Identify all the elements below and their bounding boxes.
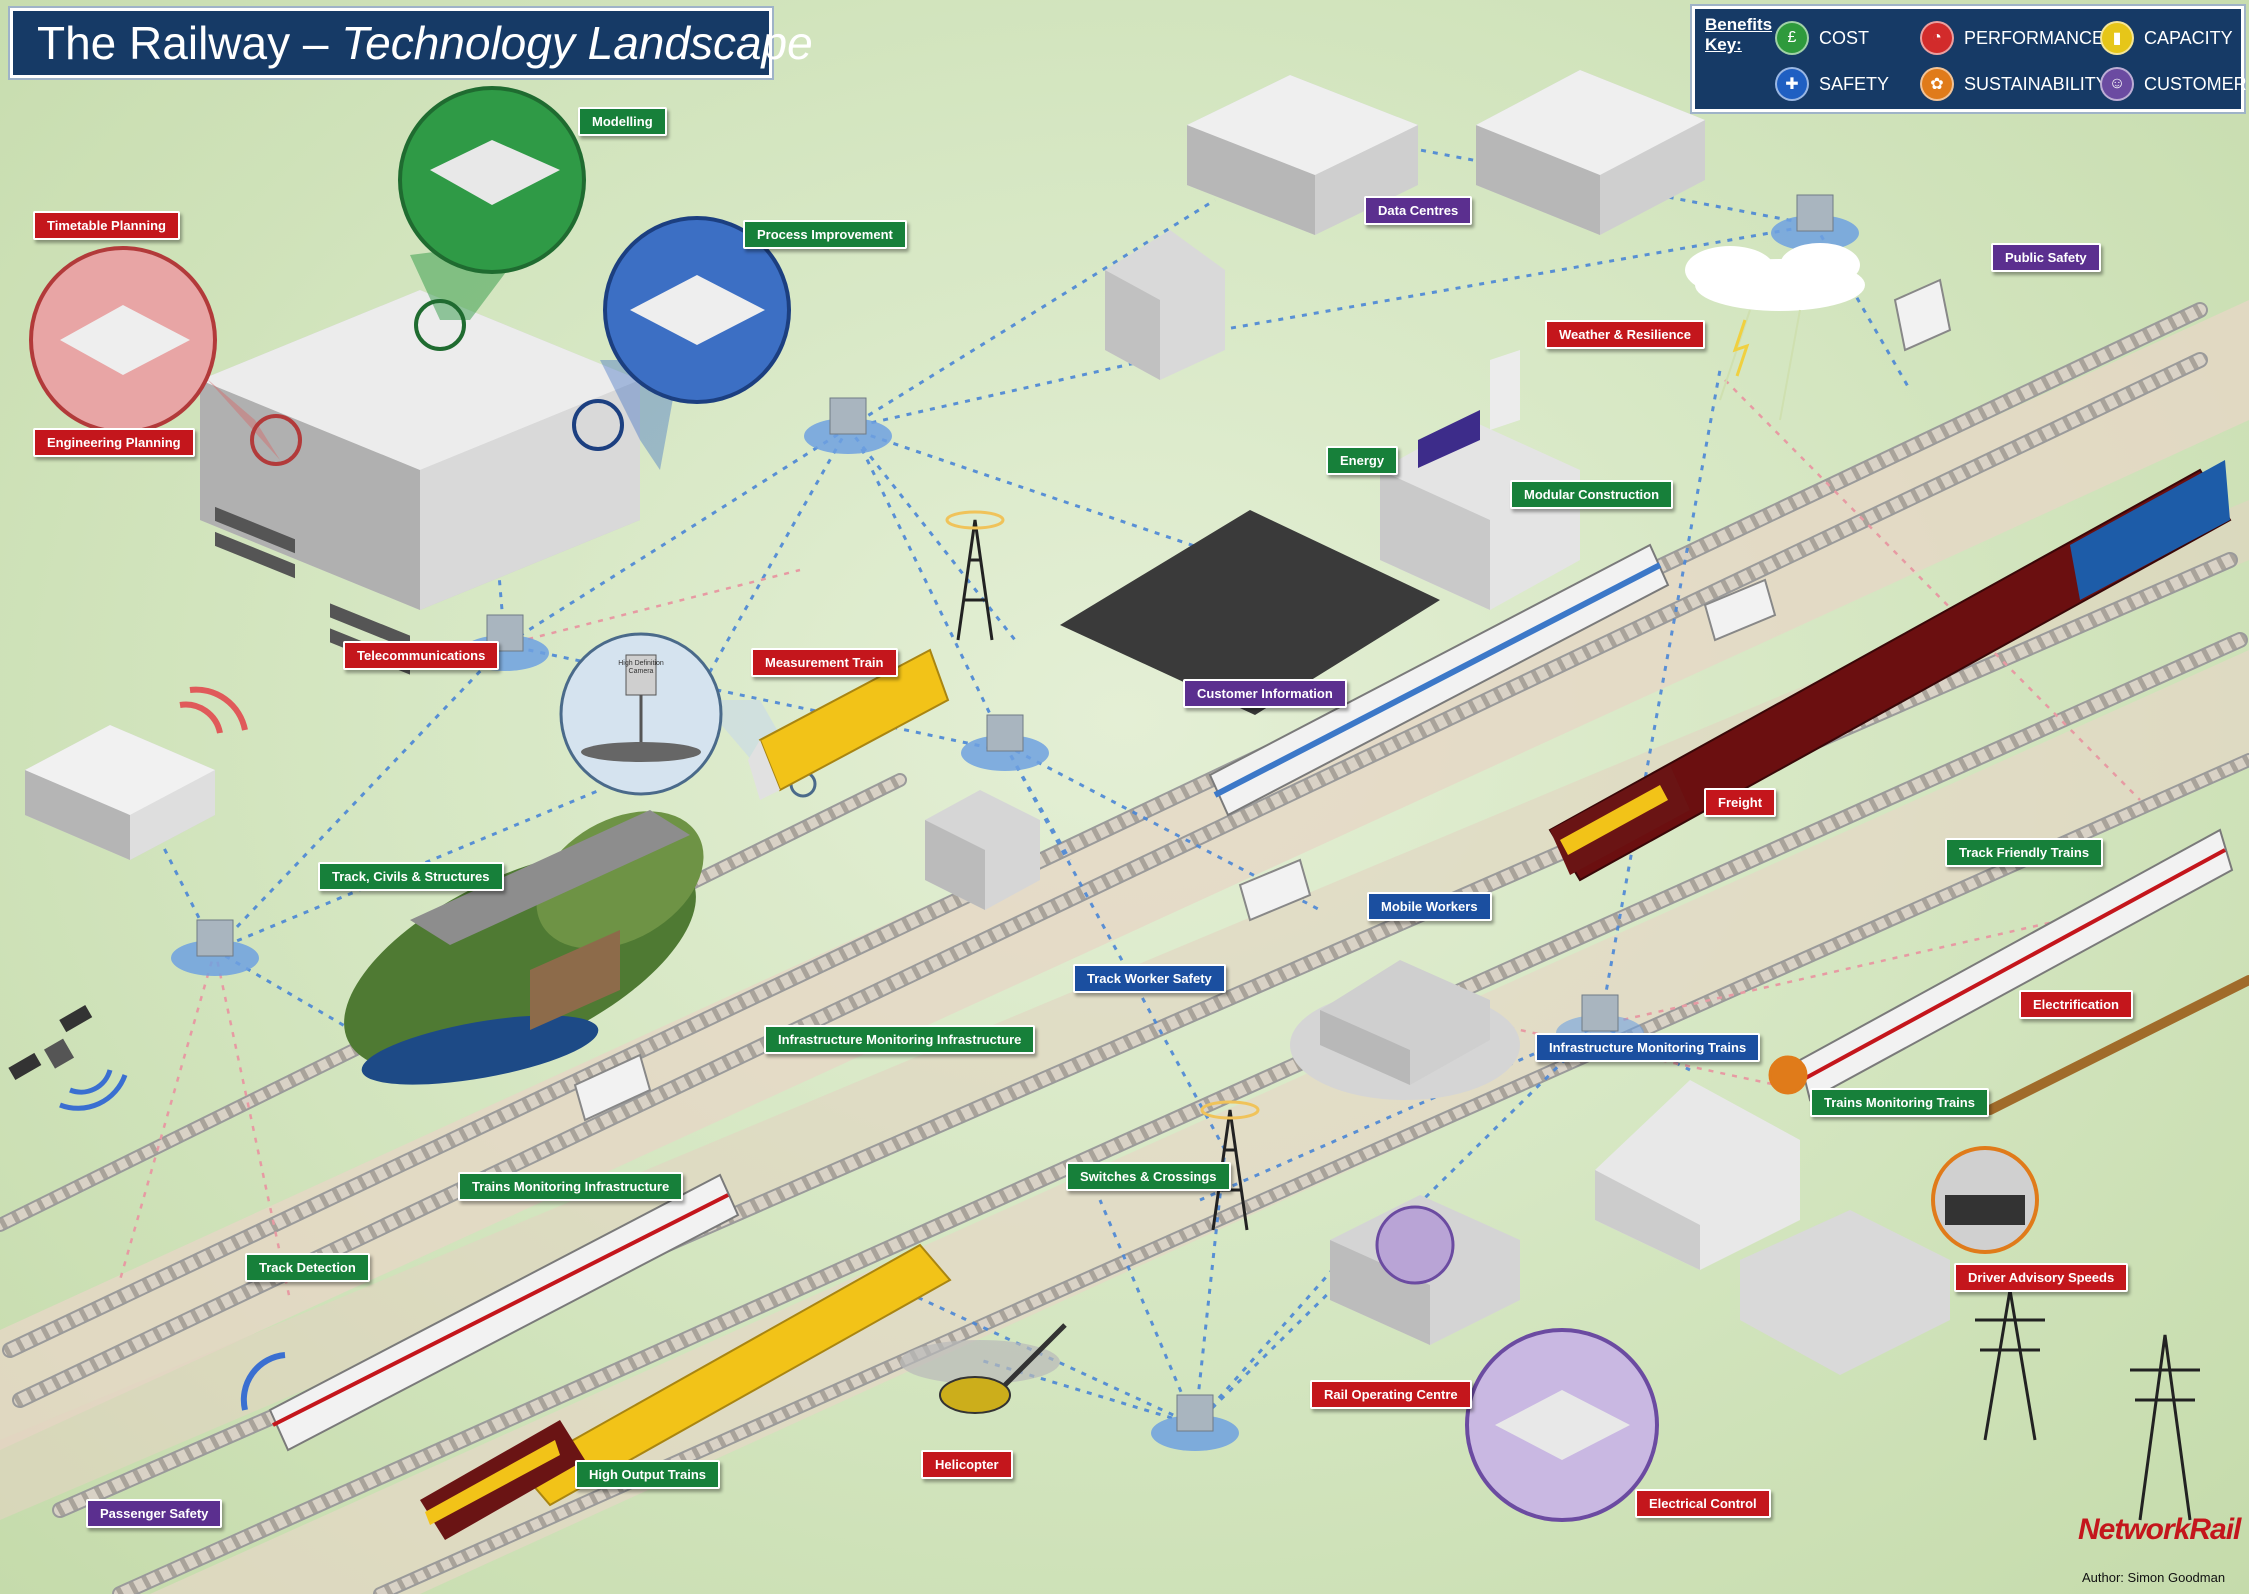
sustainability-icon: ✿ — [1920, 67, 1954, 101]
label-electrification[interactable]: Electrification — [2019, 990, 2133, 1019]
benefits-key-heading-line1: Benefits — [1705, 15, 1773, 34]
label-high-output-trains[interactable]: High Output Trains — [575, 1460, 720, 1489]
label-track-friendly-trains[interactable]: Track Friendly Trains — [1945, 838, 2104, 867]
data-centre-buildings — [1187, 70, 1705, 235]
key-label-cost: COST — [1819, 27, 1870, 48]
benefits-key-heading: Benefits Key: — [1705, 15, 1772, 55]
key-label-performance: PERFORMANCE — [1964, 27, 2105, 48]
satellite — [8, 1005, 128, 1111]
planning-office-building — [200, 290, 640, 675]
electrical-control-bubble — [1465, 1328, 1659, 1522]
label-track-civils-structures[interactable]: Track, Civils & Structures — [318, 862, 504, 891]
hub-node — [1771, 194, 1859, 251]
author-credit: Author: Simon Goodman — [2082, 1570, 2226, 1585]
passenger-train-blue — [1208, 543, 1670, 817]
hub-node — [961, 714, 1049, 771]
houses-lower-right — [1595, 1080, 1950, 1375]
label-freight[interactable]: Freight — [1704, 788, 1777, 817]
label-electrical-control[interactable]: Electrical Control — [1635, 1489, 1771, 1518]
key-label-capacity: CAPACITY — [2144, 27, 2233, 48]
capacity-icon: ▮ — [2100, 21, 2134, 55]
label-weather-resilience[interactable]: Weather & Resilience — [1545, 320, 1705, 349]
title-main: The Railway – — [37, 17, 342, 69]
station-building — [1380, 350, 1580, 610]
label-telecommunications[interactable]: Telecommunications — [343, 641, 500, 670]
label-passenger-safety[interactable]: Passenger Safety — [86, 1499, 223, 1528]
rail-operating-centre-building — [1330, 1195, 1520, 1345]
label-energy[interactable]: Energy — [1326, 446, 1399, 475]
helicopter — [900, 1323, 1067, 1414]
high-output-train — [420, 1243, 952, 1540]
label-customer-information[interactable]: Customer Information — [1183, 679, 1347, 708]
key-item-sustainability: ✿ SUSTAINABILITY — [1920, 67, 2108, 101]
track-friendly-train — [1798, 828, 2234, 1102]
key-item-safety: ✚ SAFETY — [1775, 67, 1889, 101]
hub-node — [171, 919, 259, 976]
hub-node — [1151, 1394, 1239, 1451]
label-switches-crossings[interactable]: Switches & Crossings — [1066, 1162, 1231, 1191]
hub-node — [804, 397, 892, 454]
label-helicopter[interactable]: Helicopter — [921, 1450, 1013, 1479]
label-timetable-planning[interactable]: Timetable Planning — [33, 211, 180, 240]
label-modelling[interactable]: Modelling — [578, 107, 667, 136]
benefits-key-heading-line2: Key: — [1705, 35, 1742, 54]
label-infrastructure-monitoring-trains[interactable]: Infrastructure Monitoring Trains — [1535, 1033, 1761, 1062]
driver-advisory-bubble — [1768, 1055, 2039, 1254]
label-process-improvement[interactable]: Process Improvement — [743, 220, 907, 249]
label-trains-monitoring-trains[interactable]: Trains Monitoring Trains — [1810, 1088, 1989, 1117]
key-item-cost: £ COST — [1775, 21, 1869, 55]
telecom-building — [25, 686, 248, 860]
key-label-sustainability: SUSTAINABILITY — [1964, 73, 2108, 94]
page-title: The Railway – Technology Landscape — [10, 8, 813, 78]
passenger-train-red — [240, 1173, 740, 1452]
performance-icon: ◔ — [1920, 21, 1954, 55]
label-modular-construction[interactable]: Modular Construction — [1510, 480, 1674, 509]
benefits-key: Benefits Key: £ COST ◔ PERFORMANCE ▮ CAP… — [1692, 6, 2247, 112]
key-item-performance: ◔ PERFORMANCE — [1920, 21, 2104, 55]
cost-icon: £ — [1775, 21, 1809, 55]
process-improvement-bubble — [572, 216, 791, 470]
key-item-capacity: ▮ CAPACITY — [2100, 21, 2233, 55]
weather-cloud — [1685, 243, 1865, 421]
electricity-pylons — [1975, 1289, 2200, 1521]
label-infrastructure-monitoring-infrastructure[interactable]: Infrastructure Monitoring Infrastructure — [764, 1025, 1036, 1054]
house — [1105, 230, 1225, 380]
label-track-detection[interactable]: Track Detection — [245, 1253, 370, 1282]
car-park — [1060, 510, 1440, 715]
label-public-safety[interactable]: Public Safety — [1991, 243, 2101, 272]
vans — [573, 278, 1952, 1122]
title-italic: Technology Landscape — [341, 17, 813, 69]
customer-icon: ☺ — [2100, 67, 2134, 101]
depot-building — [1290, 960, 1520, 1100]
key-label-customer: CUSTOMER — [2144, 73, 2247, 94]
freight-train — [1548, 460, 2232, 882]
safety-icon: ✚ — [1775, 67, 1809, 101]
label-mobile-workers[interactable]: Mobile Workers — [1367, 892, 1492, 921]
networkrail-logo: NetworkRail — [2078, 1513, 2241, 1546]
label-measurement-train[interactable]: Measurement Train — [751, 648, 898, 677]
label-engineering-planning[interactable]: Engineering Planning — [33, 428, 195, 457]
measurement-train — [748, 648, 950, 800]
label-driver-advisory-speeds[interactable]: Driver Advisory Speeds — [1954, 1263, 2129, 1292]
label-trains-monitoring-infrastructure[interactable]: Trains Monitoring Infrastructure — [458, 1172, 684, 1201]
label-rail-operating-centre[interactable]: Rail Operating Centre — [1310, 1380, 1472, 1409]
bridge-structure — [344, 810, 704, 1085]
label-track-worker-safety[interactable]: Track Worker Safety — [1073, 964, 1226, 993]
camera-caption: High Definition Camera — [618, 660, 664, 675]
label-data-centres[interactable]: Data Centres — [1364, 196, 1473, 225]
modelling-bubble — [398, 86, 586, 351]
camera-bubble — [559, 632, 817, 798]
signal-box — [925, 790, 1040, 910]
key-label-safety: SAFETY — [1819, 73, 1890, 94]
key-item-customer: ☺ CUSTOMER — [2100, 67, 2247, 101]
